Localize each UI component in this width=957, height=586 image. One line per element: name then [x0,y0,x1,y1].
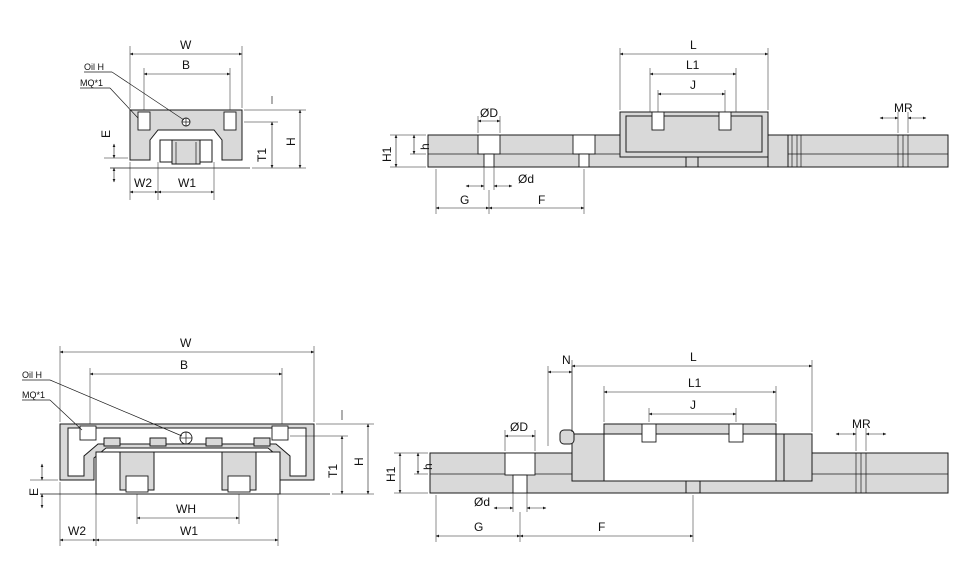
bot-front-oil: Oil H [22,370,42,380]
bot-side-D: ØD [510,420,528,434]
bot-side-F: F [598,520,605,534]
bot-side-L1: L1 [688,376,702,390]
bot-front-E: E [27,488,41,496]
top-side-d: Ød [518,172,534,186]
top-side-J: J [690,78,696,92]
bot-front-T1: T1 [326,464,340,478]
bottom-front-view: W B Oil H MQ*1 E T1 H WH [22,336,374,546]
top-side-H1: H1 [380,146,394,162]
top-side-MR: MR [894,101,913,115]
bot-front-mq: MQ*1 [22,390,45,400]
bot-side-N: N [562,353,571,367]
top-side-G: G [460,193,469,207]
bot-side-d: Ød [474,495,490,509]
top-front-W1: W1 [178,176,196,190]
top-side-h: h [418,143,432,150]
top-front-E: E [99,130,113,138]
top-side-F: F [538,193,545,207]
top-side-L: L [690,38,697,52]
top-front-view: W B Oil H MQ*1 E T1 H W2 W1 [80,38,306,200]
top-front-T1: T1 [255,148,269,162]
top-front-W2: W2 [134,176,152,190]
top-side-view: L L1 J MR ØD H1 h Ød [380,38,949,214]
top-side-D: ØD [480,106,498,120]
bot-front-W1: W1 [180,524,198,538]
bottom-side-view: N L L1 J MR ØD H1 h [384,350,949,542]
bot-side-J: J [690,398,696,412]
bot-front-B: B [180,358,188,372]
bot-side-MR: MR [852,417,871,431]
bot-side-H1: H1 [384,466,398,482]
top-front-mq: MQ*1 [80,78,103,88]
bot-side-h: h [421,463,435,470]
bot-side-G: G [474,520,483,534]
bot-front-W2: W2 [68,524,86,538]
top-front-B: B [182,58,190,72]
top-front-W: W [180,38,192,52]
top-side-L1: L1 [686,58,700,72]
bot-front-W: W [180,336,192,350]
bot-front-WH: WH [176,502,196,516]
bot-front-H: H [352,457,366,466]
top-front-oil: Oil H [84,62,104,72]
top-front-H: H [284,137,298,146]
bot-side-L: L [690,350,697,364]
